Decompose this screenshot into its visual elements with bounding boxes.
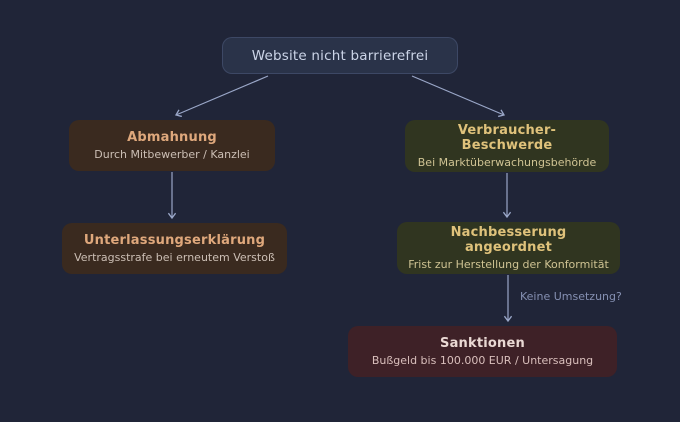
- node-website-nicht-barrierefrei: Website nicht barrierefrei: [222, 37, 458, 74]
- node-title: Unterlassungserklärung: [83, 233, 266, 248]
- edge-label-keine-umsetzung: Keine Umsetzung?: [520, 290, 622, 303]
- node-title: Verbraucher-Beschwerde: [457, 123, 557, 153]
- node-verbraucher-beschwerde: Verbraucher-Beschwerde Bei Marktüberwach…: [405, 120, 609, 172]
- node-subtitle: Bei Marktüberwachungsbehörde: [417, 156, 597, 169]
- node-unterlassungserklaerung: Unterlassungserklärung Vertragsstrafe be…: [62, 223, 287, 274]
- node-abmahnung: Abmahnung Durch Mitbewerber / Kanzlei: [69, 120, 275, 171]
- node-title: Website nicht barrierefrei: [251, 47, 429, 64]
- node-nachbesserung-angeordnet: Nachbesserung angeordnet Frist zur Herst…: [397, 222, 620, 274]
- node-title: Abmahnung: [127, 130, 217, 145]
- edge-root-verbraucher: [411, 75, 506, 118]
- edge-root-abmahnung: [174, 75, 269, 118]
- node-title: Nachbesserung angeordnet: [450, 225, 567, 255]
- node-title: Sanktionen: [440, 336, 525, 351]
- node-subtitle: Bußgeld bis 100.000 EUR / Untersagung: [371, 354, 594, 367]
- node-subtitle: Vertragsstrafe bei erneutem Verstoß: [74, 251, 275, 264]
- node-subtitle: Frist zur Herstellung der Konformität: [408, 258, 609, 271]
- node-sanktionen: Sanktionen Bußgeld bis 100.000 EUR / Unt…: [348, 326, 617, 377]
- node-subtitle: Durch Mitbewerber / Kanzlei: [94, 148, 250, 161]
